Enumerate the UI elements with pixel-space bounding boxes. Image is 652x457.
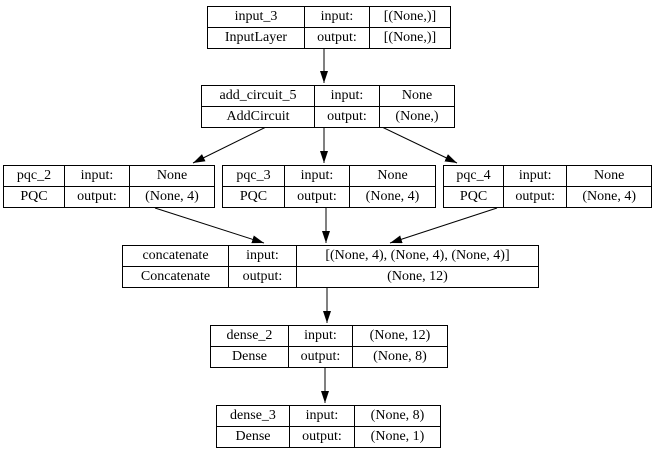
input-label: input: <box>289 405 355 427</box>
output-shape: (None, 4) <box>349 186 436 208</box>
output-shape: (None, 4) <box>566 186 652 208</box>
input-label: input: <box>503 165 568 187</box>
node-type: Dense <box>210 346 289 368</box>
output-shape: (None, 4) <box>129 186 215 208</box>
input-shape: [(None, 4), (None, 4), (None, 4)] <box>296 245 539 267</box>
input-shape: [(None,)] <box>369 6 451 28</box>
node-title: concatenate <box>122 245 229 267</box>
node-input_3: input_3 input: [(None,)] InputLayer outp… <box>207 6 451 49</box>
input-shape: (None, 12) <box>352 325 448 347</box>
output-label: output: <box>503 186 568 208</box>
node-title: pqc_2 <box>3 165 65 187</box>
output-shape: (None, 12) <box>296 266 539 288</box>
output-shape: (None,) <box>379 106 455 128</box>
input-label: input: <box>64 165 130 187</box>
node-type: InputLayer <box>207 27 305 49</box>
node-type: Concatenate <box>122 266 229 288</box>
node-title: add_circuit_5 <box>201 85 315 107</box>
input-shape: (None, 8) <box>354 405 441 427</box>
output-label: output: <box>314 106 380 128</box>
input-label: input: <box>314 85 380 107</box>
input-shape: None <box>566 165 652 187</box>
input-label: input: <box>288 325 353 347</box>
output-label: output: <box>288 346 353 368</box>
edge-add_circuit_5-to-pqc_4 <box>381 126 458 164</box>
output-shape: (None, 1) <box>354 426 441 448</box>
node-type: PQC <box>222 186 285 208</box>
edge-add_circuit_5-to-pqc_2 <box>192 126 267 164</box>
input-shape: None <box>379 85 455 107</box>
node-dense_2: dense_2 input: (None, 12) Dense output: … <box>210 325 448 368</box>
node-pqc_4: pqc_4 input: None PQC output: (None, 4) <box>442 165 652 208</box>
node-title: input_3 <box>207 6 305 28</box>
node-add_circuit_5: add_circuit_5 input: None AddCircuit out… <box>201 85 455 128</box>
edge-pqc_4-to-concatenate <box>389 207 498 244</box>
node-title: pqc_4 <box>442 165 505 187</box>
node-dense_3: dense_3 input: (None, 8) Dense output: (… <box>216 405 441 448</box>
input-label: input: <box>304 6 370 28</box>
node-title: dense_3 <box>216 405 290 427</box>
input-shape: None <box>349 165 436 187</box>
output-label: output: <box>304 27 370 49</box>
node-type: PQC <box>3 186 65 208</box>
node-type: Dense <box>216 426 290 448</box>
node-concatenate: concatenate input: [(None, 4), (None, 4)… <box>122 245 539 288</box>
node-title: pqc_3 <box>222 165 285 187</box>
output-label: output: <box>284 186 350 208</box>
node-pqc_2: pqc_2 input: None PQC output: (None, 4) <box>3 165 215 208</box>
node-pqc_3: pqc_3 input: None PQC output: (None, 4) <box>222 165 436 208</box>
input-label: input: <box>228 245 297 267</box>
output-label: output: <box>64 186 130 208</box>
output-label: output: <box>289 426 355 448</box>
output-shape: (None, 8) <box>352 346 448 368</box>
input-label: input: <box>284 165 350 187</box>
output-label: output: <box>228 266 297 288</box>
output-shape: [(None,)] <box>369 27 451 49</box>
node-title: dense_2 <box>210 325 289 347</box>
node-type: PQC <box>442 186 505 208</box>
edge-pqc_2-to-concatenate <box>154 207 265 244</box>
node-type: AddCircuit <box>201 106 315 128</box>
input-shape: None <box>129 165 215 187</box>
